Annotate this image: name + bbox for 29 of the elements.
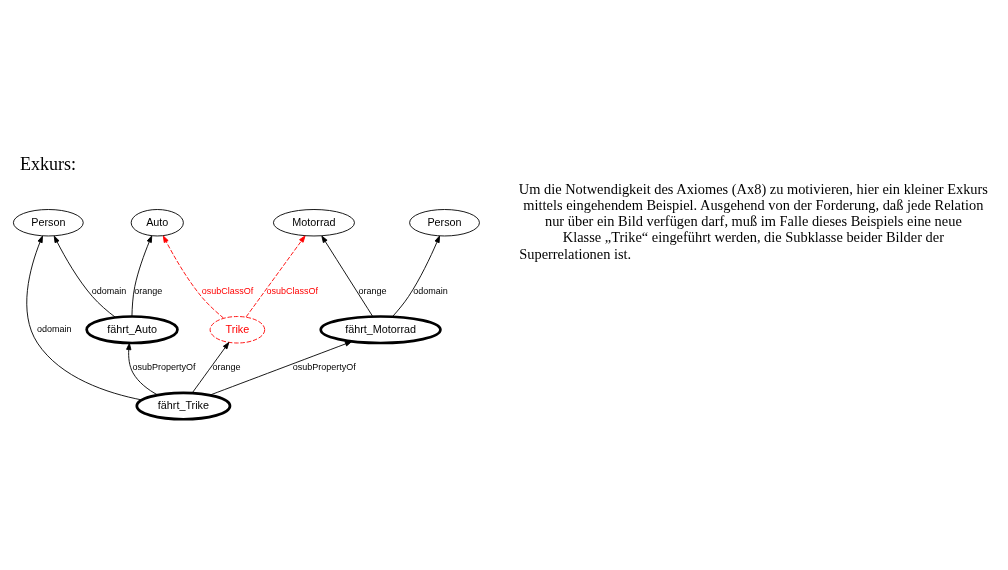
arrow bbox=[53, 235, 116, 318]
arrow bbox=[26, 235, 143, 400]
label: Um die Notwendigkeit des Axiomes (Ax8) zu motivieren, hier ein kleiner Exkurs mittels eingehendem Beispiel. Ausgehend von der Forderung, daß jede Relation nur über ein Bild verfügen darf, muß im Falle dieses Beispiels eine neue Klasse „Trike“ eingeführt werden, die Subklasse beider Bilder der Superrelationen ist. bbox=[518, 180, 988, 262]
edge-label: odomain bbox=[36, 323, 72, 334]
arrow bbox=[209, 340, 353, 395]
node-ellipse: Trike bbox=[209, 315, 266, 343]
arrow bbox=[126, 342, 158, 395]
node-ellipse: fährt_Auto bbox=[85, 314, 179, 344]
diagram-title: Exkurs: bbox=[19, 153, 76, 174]
arrow bbox=[162, 235, 224, 318]
arrow bbox=[191, 341, 230, 393]
edge-label: odomain bbox=[91, 285, 127, 296]
node-ellipse: Person bbox=[12, 208, 84, 236]
edge-label: osubClassOf bbox=[201, 285, 254, 296]
node-ellipse: Person bbox=[409, 208, 480, 236]
edge-label: osubPropertyOf bbox=[132, 361, 196, 372]
node-ellipse: Auto bbox=[130, 208, 184, 236]
node-ellipse: Motorrad bbox=[272, 208, 355, 236]
edge-label: odomain bbox=[413, 285, 448, 296]
arrow bbox=[392, 235, 440, 317]
arrow bbox=[321, 235, 374, 317]
edge-label: osubPropertyOf bbox=[292, 361, 356, 372]
node-ellipse: fährt_Trike bbox=[135, 390, 232, 421]
edge-label: orange bbox=[134, 285, 163, 296]
edge-label: orange bbox=[212, 361, 241, 372]
arrow bbox=[131, 234, 153, 317]
edge-label: osubClassOf bbox=[266, 285, 319, 296]
edge-label: orange bbox=[358, 285, 387, 296]
arrow bbox=[245, 234, 306, 317]
